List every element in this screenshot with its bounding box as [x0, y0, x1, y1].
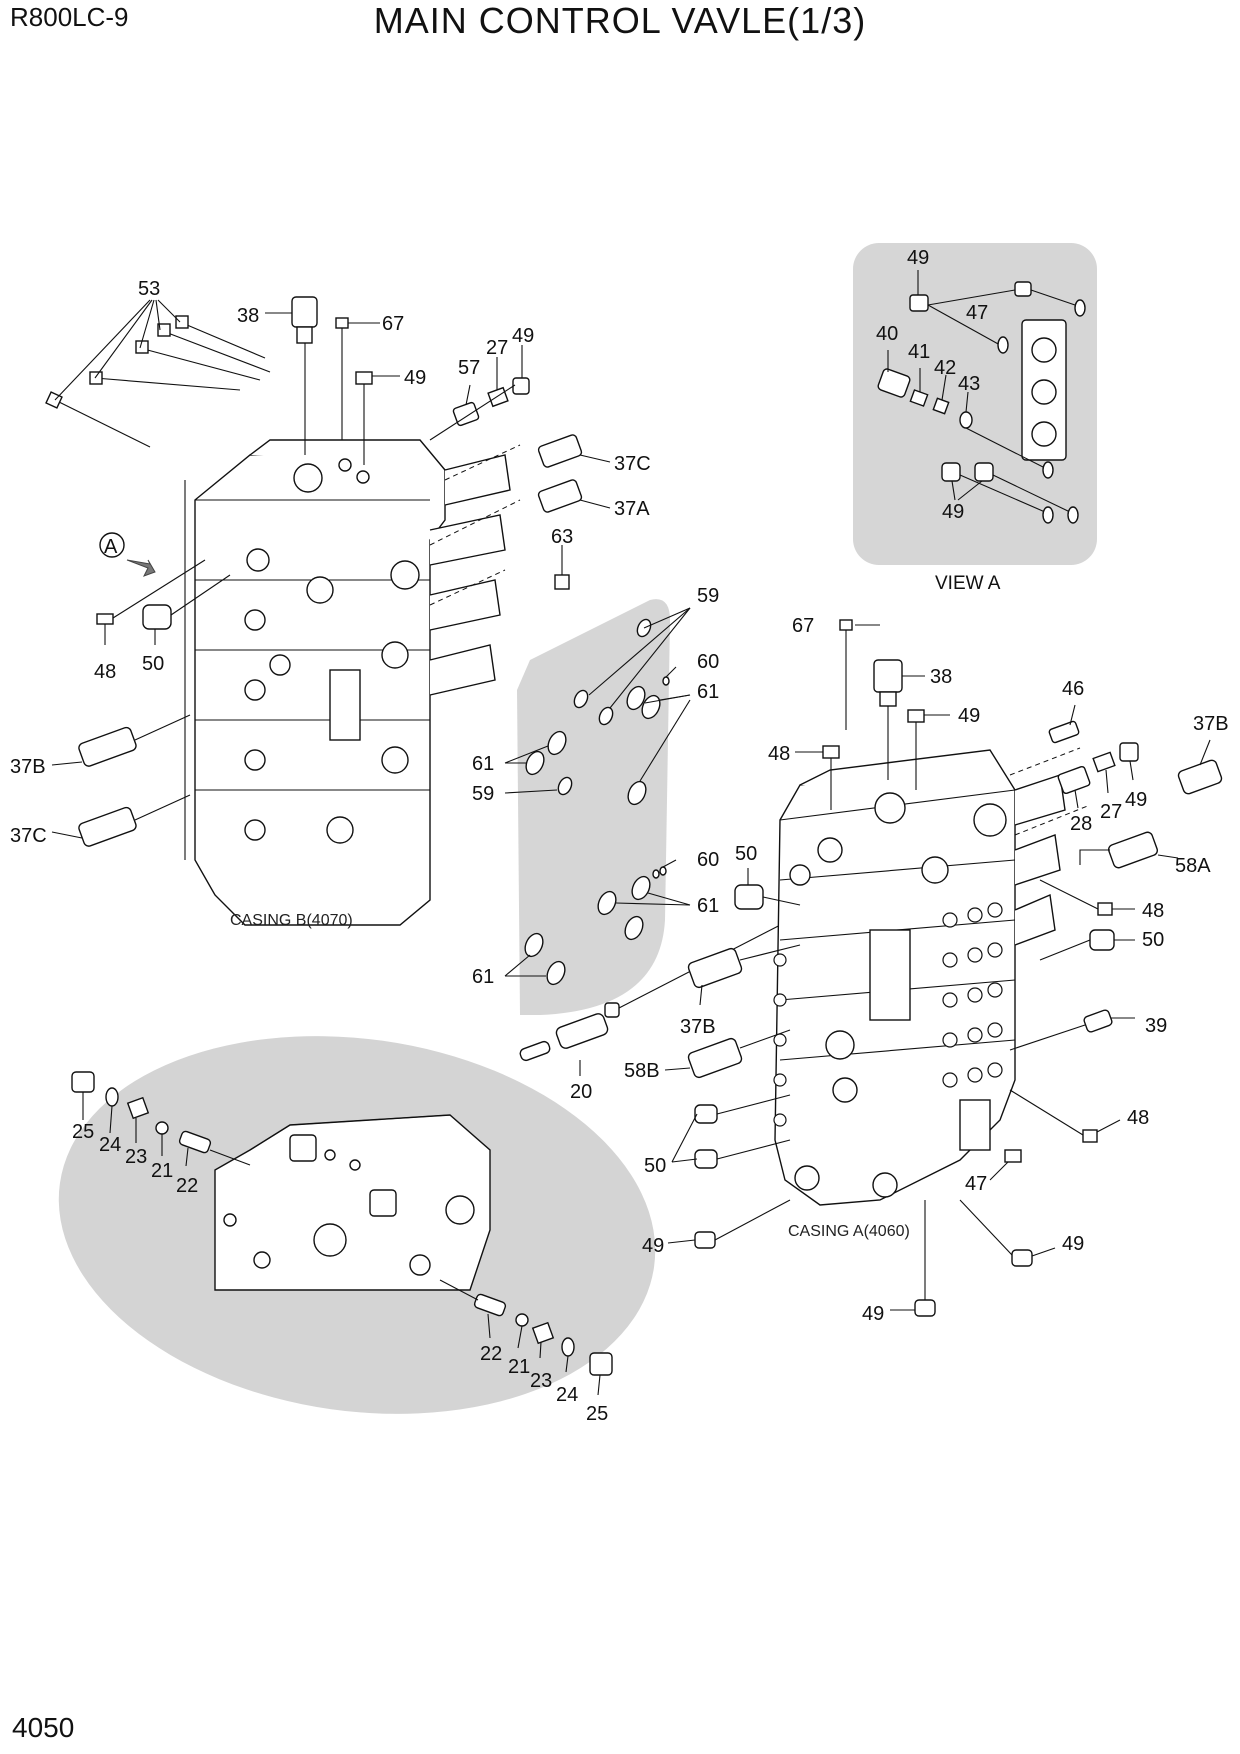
view-a-marker: A — [104, 536, 118, 558]
callout: 25 — [72, 1121, 94, 1143]
callout: 49 — [1062, 1233, 1084, 1255]
callout: 40 — [876, 323, 898, 345]
callout: 42 — [934, 357, 956, 379]
callout: 37A — [614, 498, 650, 520]
tie-bolts — [45, 315, 271, 448]
callout: 49 — [642, 1235, 664, 1257]
callout: 61 — [697, 681, 719, 703]
casing-a-caption: CASING A(4060) — [788, 1223, 910, 1240]
callout: 48 — [768, 743, 790, 765]
callout: 37B — [680, 1016, 716, 1038]
callout: 21 — [508, 1356, 530, 1378]
relief-valve-detail — [71, 1071, 613, 1396]
callout: 58B — [624, 1060, 660, 1082]
callout: 49 — [958, 705, 980, 727]
casing-b-valve — [184, 439, 521, 926]
callout: 49 — [942, 501, 964, 523]
callout: 48 — [1127, 1107, 1149, 1129]
view-a-caption: VIEW A — [935, 573, 1001, 594]
callout: 60 — [697, 849, 719, 871]
callout: 38 — [237, 305, 259, 327]
callout: 37B — [10, 756, 46, 778]
callout: 39 — [1145, 1015, 1167, 1037]
callout: 37B — [1193, 713, 1229, 735]
callout: 60 — [697, 651, 719, 673]
spool-20 — [519, 919, 791, 1076]
callout: 59 — [697, 585, 719, 607]
callout: 53 — [138, 278, 160, 300]
page-number: 4050 — [12, 1712, 75, 1743]
callout: 43 — [958, 373, 980, 395]
callout: 47 — [966, 302, 988, 324]
callout: 37C — [10, 825, 47, 847]
callout: 37C — [614, 453, 651, 475]
casing-a-valve — [773, 747, 1091, 1206]
callout-labels: 53 38 67 49 57 27 49 37C 37A 63 48 50 37… — [10, 247, 1229, 1425]
callout: 50 — [142, 653, 164, 675]
callout: 27 — [486, 337, 508, 359]
seal-kit — [504, 607, 691, 986]
callout: 21 — [151, 1160, 173, 1182]
callout: 49 — [907, 247, 929, 269]
callout: 48 — [94, 661, 116, 683]
callout: 57 — [458, 357, 480, 379]
callout: 25 — [586, 1403, 608, 1425]
left-components: A — [78, 296, 583, 847]
callout: 20 — [570, 1081, 592, 1103]
callout: 67 — [792, 615, 814, 637]
callout: 38 — [930, 666, 952, 688]
view-a-parts — [877, 270, 1086, 524]
callout: 59 — [472, 783, 494, 805]
callout: 49 — [512, 325, 534, 347]
callout: 58A — [1175, 855, 1211, 877]
callout: 22 — [176, 1175, 198, 1197]
callout: 23 — [125, 1146, 147, 1168]
page-title: MAIN CONTROL VAVLE(1/3) — [373, 0, 867, 41]
callout: 27 — [1100, 801, 1122, 823]
leaders-left — [51, 299, 611, 839]
callout: 50 — [644, 1155, 666, 1177]
callout: 61 — [472, 753, 494, 775]
callout: 22 — [480, 1343, 502, 1365]
casing-b-caption: CASING B(4070) — [230, 912, 353, 929]
callout: 50 — [1142, 929, 1164, 951]
model-label: R800LC-9 — [10, 2, 129, 32]
callout: 48 — [1142, 900, 1164, 922]
callout: 24 — [556, 1384, 578, 1406]
callout: 46 — [1062, 678, 1084, 700]
callout: 67 — [382, 313, 404, 335]
callout: 47 — [965, 1173, 987, 1195]
callout: 50 — [735, 843, 757, 865]
callout: 23 — [530, 1370, 552, 1392]
callout: 49 — [1125, 789, 1147, 811]
callout: 28 — [1070, 813, 1092, 835]
right-components — [664, 619, 1223, 1317]
callout: 61 — [697, 895, 719, 917]
callout: 49 — [862, 1303, 884, 1325]
callout: 24 — [99, 1134, 121, 1156]
callout: 63 — [551, 526, 573, 548]
callout: 61 — [472, 966, 494, 988]
callout: 49 — [404, 367, 426, 389]
callout: 41 — [908, 341, 930, 363]
